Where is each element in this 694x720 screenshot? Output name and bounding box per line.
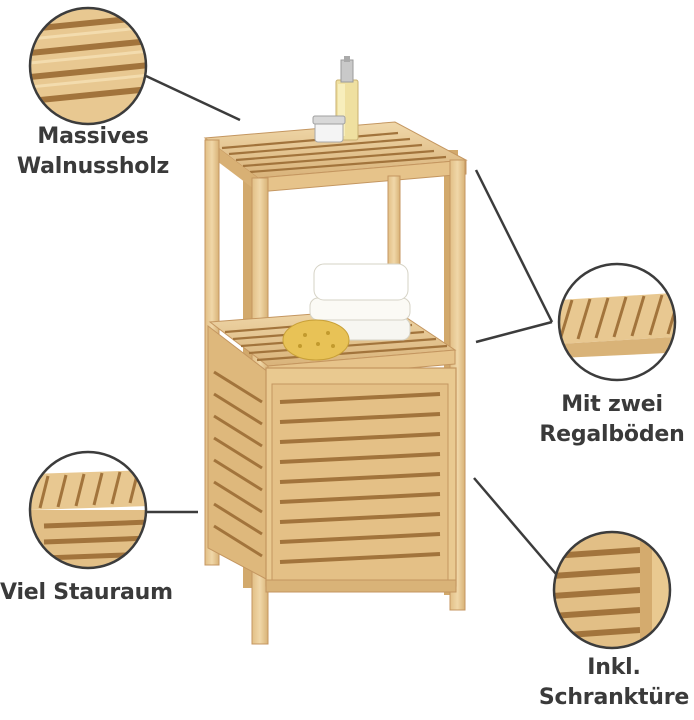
folded-towels <box>309 263 411 341</box>
label-shelves-line2: Regalböden <box>539 422 685 447</box>
callout-connectors <box>145 74 557 575</box>
shelf-unit <box>203 56 468 645</box>
label-shelves-line1: Mit zwei <box>561 392 663 417</box>
label-cabinet-door: Inkl. Schranktüre <box>534 653 694 713</box>
callout-door-zoom <box>552 530 672 650</box>
connector-shelves-a <box>474 169 554 323</box>
callout-shelves-zoom <box>557 262 677 382</box>
label-two-shelves: Mit zwei Regalböden <box>530 390 694 450</box>
label-solid-walnut: Massives Walnussholz <box>8 122 178 182</box>
label-door-line2: Schranktüre <box>538 685 690 710</box>
label-storage-space: Viel Stauraum <box>0 578 184 608</box>
label-material-line2: Walnussholz <box>16 154 170 179</box>
label-door-line1: Inkl. <box>587 655 641 680</box>
connector-door <box>473 477 557 575</box>
cabinet-door <box>265 367 457 593</box>
connector-shelves-b <box>475 320 553 344</box>
callout-material-zoom <box>28 6 148 126</box>
cream-jar <box>312 115 346 143</box>
cabinet-side-panel <box>207 324 269 581</box>
sea-sponge <box>282 319 350 361</box>
connector-material <box>145 74 241 122</box>
callout-storage-zoom <box>28 450 148 570</box>
label-storage-text: Viel Stauraum <box>0 580 173 605</box>
label-material-line1: Massives <box>37 124 149 149</box>
